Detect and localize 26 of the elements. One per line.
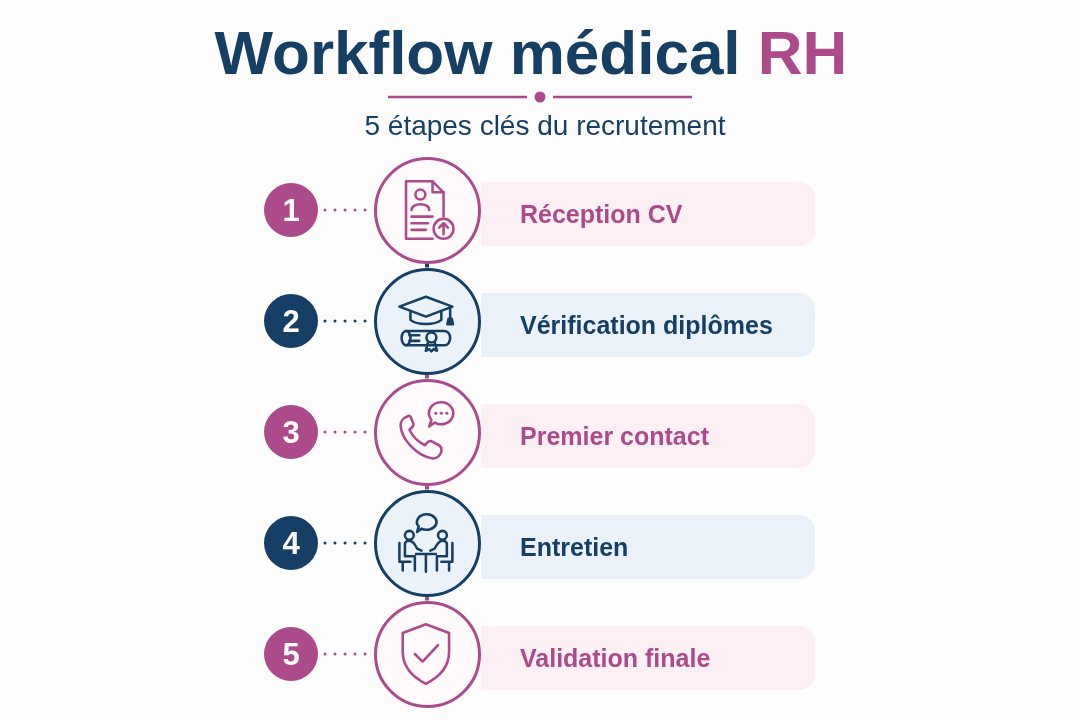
icon-circle <box>373 267 481 375</box>
step-bar <box>481 626 815 690</box>
step-bar <box>481 293 815 357</box>
step-bar <box>481 515 815 579</box>
step-number-badge: 2 <box>264 294 318 348</box>
step-number-badge: 4 <box>264 516 318 570</box>
icon-circle <box>373 489 481 597</box>
step-title: Vérification diplômes <box>520 310 773 340</box>
step-title: Entretien <box>520 532 629 562</box>
icon-circle <box>373 156 481 264</box>
title: Workflow médical RH <box>214 22 848 84</box>
subtitle: 5 étapes clés du recrutement <box>364 112 726 140</box>
connector-line <box>425 374 429 379</box>
connector-line <box>425 485 429 490</box>
step-title: Réception CV <box>520 199 683 229</box>
step-number-badge: 5 <box>264 627 318 681</box>
step-number-badge: 1 <box>264 183 318 237</box>
connector-line <box>425 596 429 601</box>
icon-circle <box>373 378 481 486</box>
step-title: Validation finale <box>520 643 711 673</box>
step-number-badge: 3 <box>264 405 318 459</box>
step-title: Premier contact <box>520 421 709 451</box>
step-bar <box>481 404 815 468</box>
connector-line <box>425 263 429 268</box>
step-bar <box>481 182 815 246</box>
icon-circle <box>373 600 481 708</box>
